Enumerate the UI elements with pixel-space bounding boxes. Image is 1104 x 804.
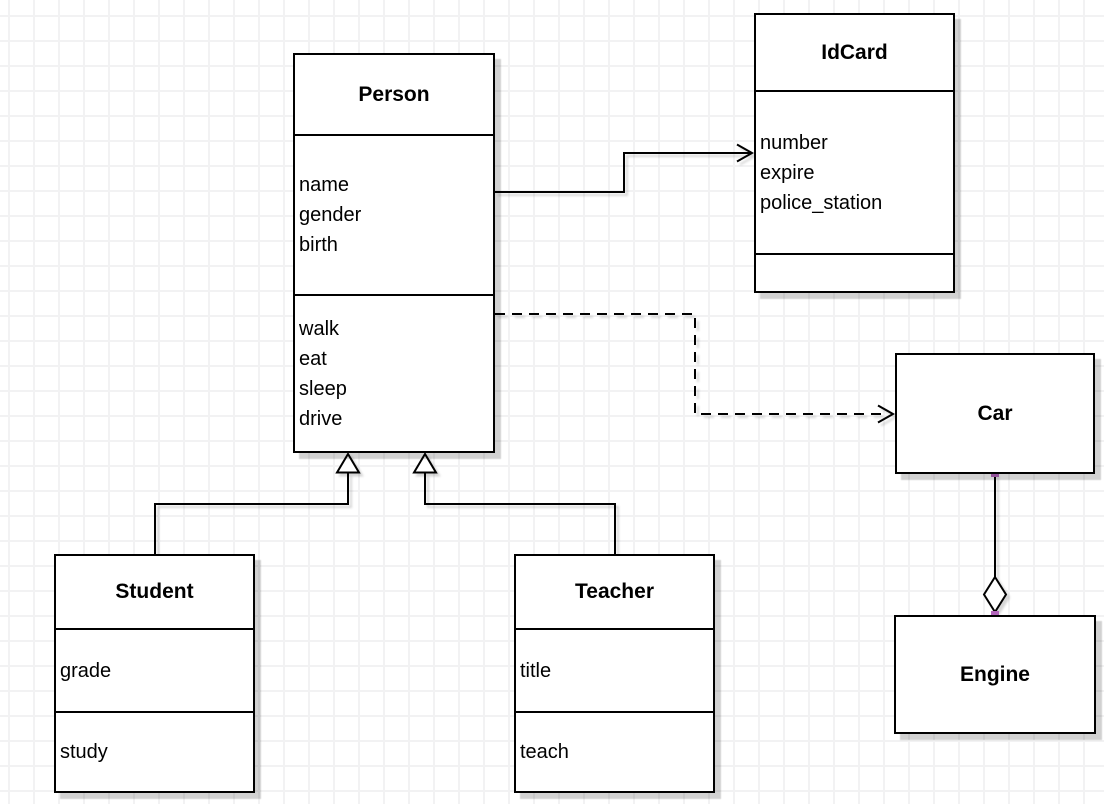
dependency-line[interactable] [495,313,886,415]
class-engine[interactable]: Engine [894,615,1096,734]
method-teach: teach [520,741,569,763]
idcard-attributes: number expire police_station [756,92,953,255]
method-sleep: sleep [299,377,347,400]
class-car-title: Car [977,401,1013,425]
method-eat: eat [299,347,327,370]
hollow-triangle-icon [335,452,361,474]
open-arrowhead-icon [877,404,896,424]
open-arrowhead-icon [736,143,755,163]
class-idcard[interactable]: IdCard number expire police_station [754,13,955,293]
generalization-line[interactable] [154,472,349,554]
edge-association-person-idcard[interactable] [495,143,755,193]
attr-expire: expire [760,161,815,184]
attr-name: name [299,174,350,196]
teacher-methods: teach [516,713,713,791]
student-methods: study [56,713,253,791]
class-teacher[interactable]: Teacher title teach [514,554,715,793]
class-engine-title: Engine [959,662,1030,686]
hollow-diamond-icon [982,575,1008,614]
attr-grade: grade [60,659,112,682]
method-study: study [60,741,108,763]
student-attributes: grade [56,630,253,713]
edge-aggregation-car-engine[interactable] [982,473,1008,614]
class-person[interactable]: Person name gender birth walk eat sleep … [293,53,495,453]
connection-handles [991,469,999,619]
class-teacher-title: Teacher [516,556,713,630]
generalization-line[interactable] [424,472,616,554]
teacher-attributes: title [516,630,713,713]
association-line[interactable] [495,152,751,193]
edge-generalization-teacher-person[interactable] [412,452,616,554]
attr-police-station: police_station [760,191,883,214]
class-idcard-title: IdCard [756,15,953,92]
edge-generalization-student-person[interactable] [154,452,361,554]
attr-number: number [760,131,828,154]
class-student[interactable]: Student grade study [54,554,255,793]
method-drive: drive [299,407,343,430]
method-walk: walk [299,317,340,340]
person-attributes: name gender birth [295,136,493,296]
idcard-methods [756,255,953,291]
class-person-title: Person [295,55,493,136]
person-methods: walk eat sleep drive [295,296,493,451]
hollow-triangle-icon [412,452,438,474]
attr-gender: gender [299,204,362,226]
class-student-title: Student [56,556,253,630]
attr-title: title [520,659,552,682]
attr-birth: birth [299,234,338,256]
edge-dependency-person-car[interactable] [495,313,896,424]
class-car[interactable]: Car [895,353,1095,474]
